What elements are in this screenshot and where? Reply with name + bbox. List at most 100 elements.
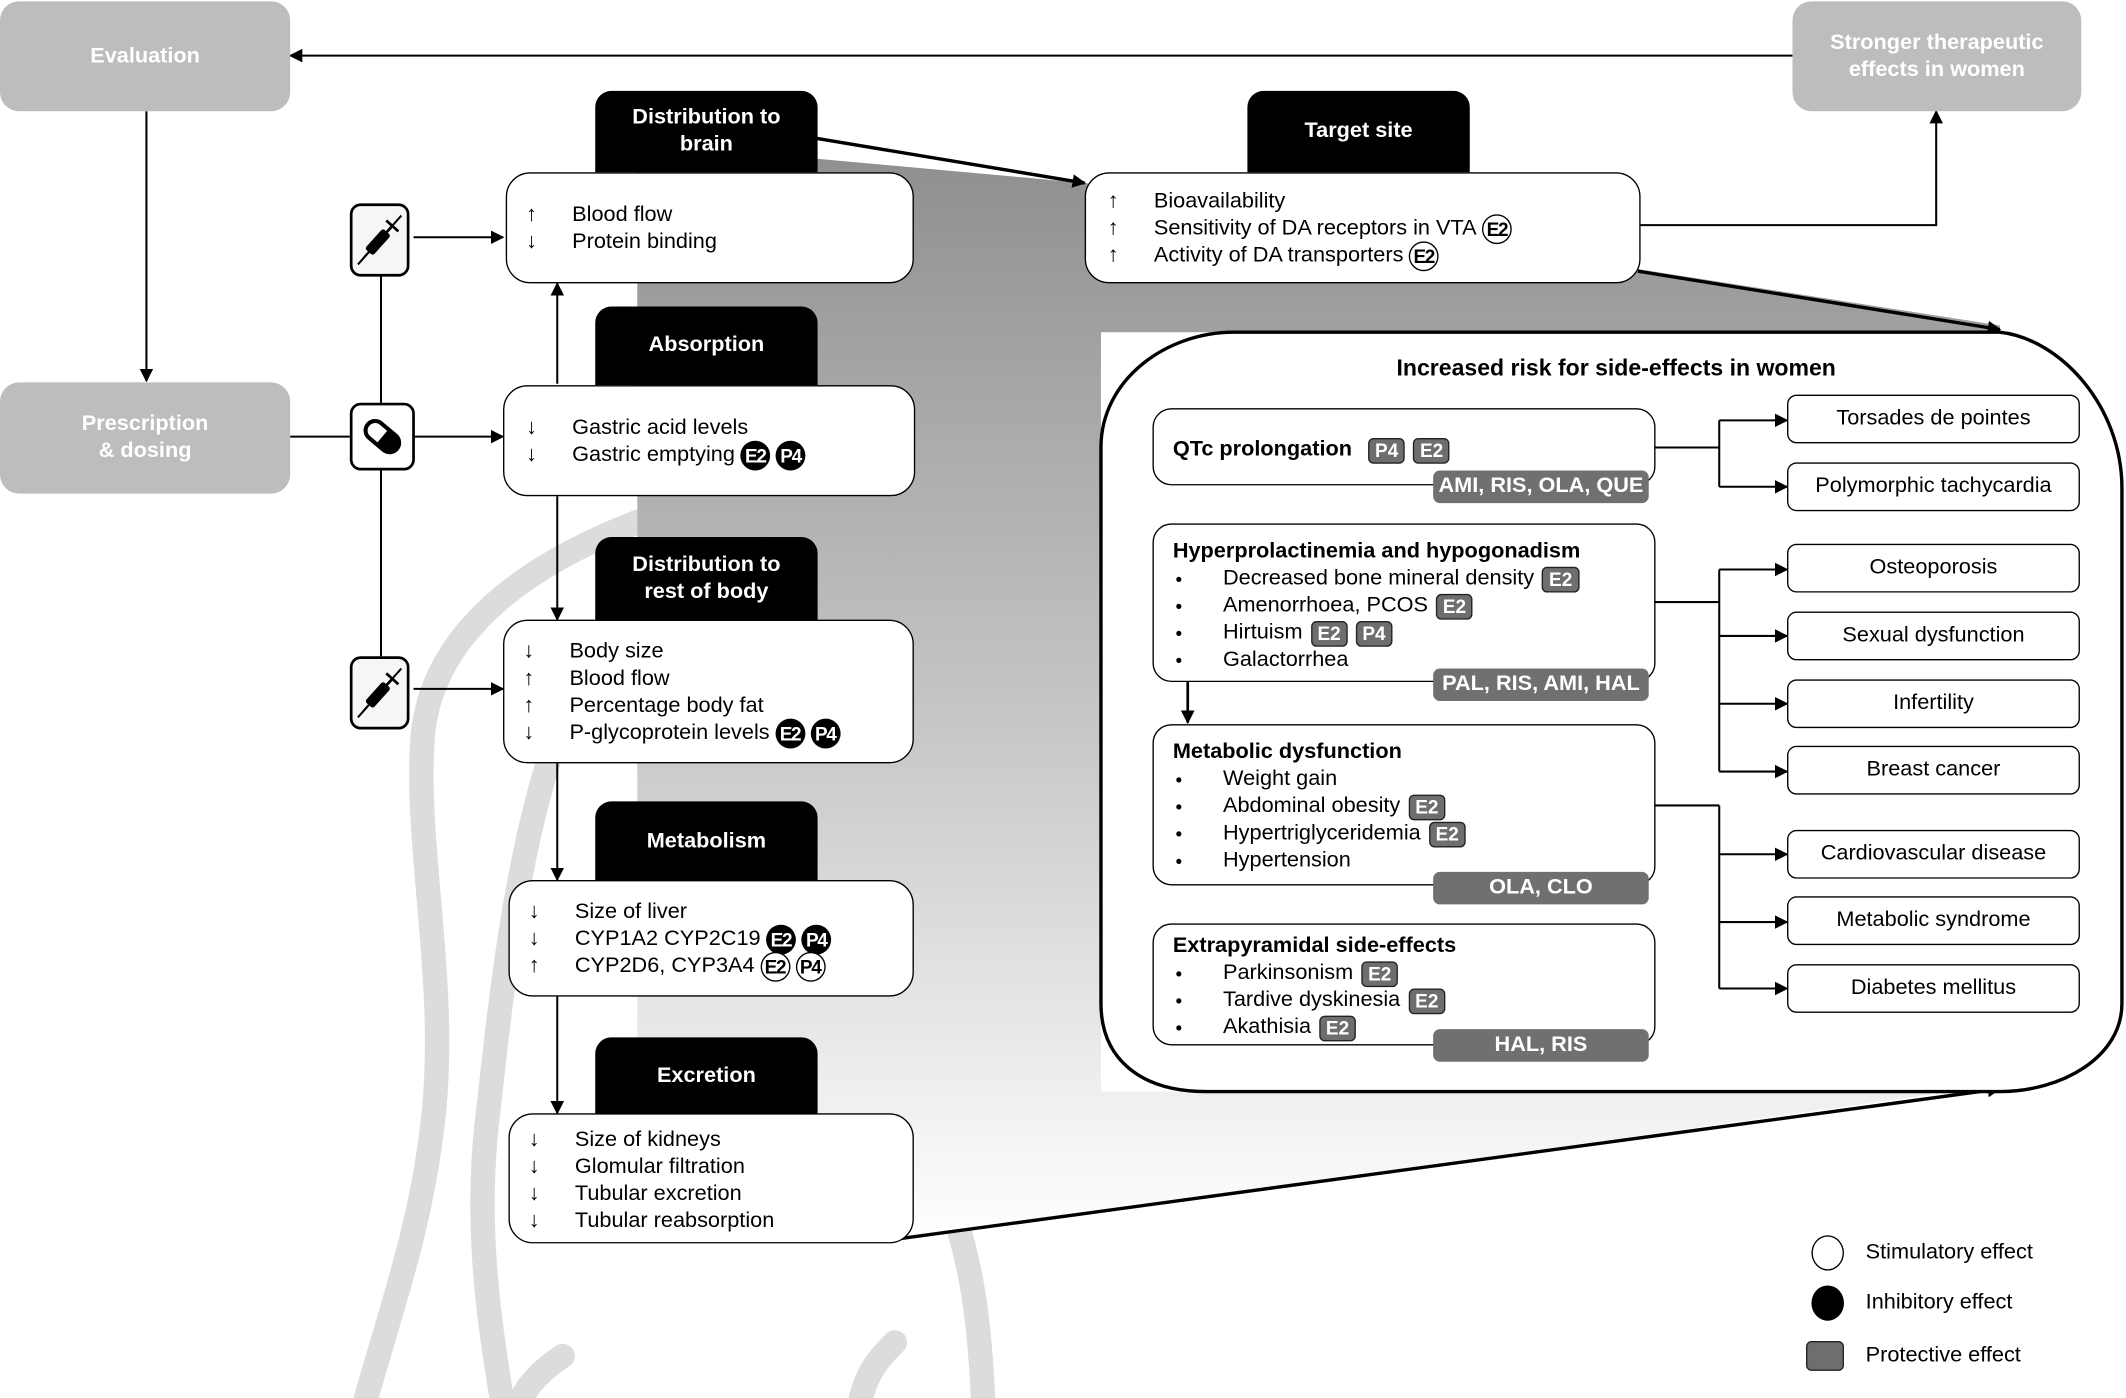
outcome-torsades: Torsades de pointes — [1787, 394, 2080, 444]
legend-protective: Protective effect — [1806, 1341, 2021, 1371]
outcome-infertility: Infertility — [1787, 679, 2080, 729]
stronger-effects-label: Stronger therapeutic effects in women — [1830, 30, 2044, 81]
effect-text: Gastric acid levels — [572, 416, 749, 440]
stronger-effects-box: Stronger therapeutic effects in women — [1792, 1, 2082, 112]
effect-row: ↑Blood flow — [526, 202, 912, 229]
hormone-e2-inhibitory-badge: E2 — [775, 718, 805, 749]
effect-row: ↓Glomular filtration — [529, 1154, 913, 1181]
bullet-icon: • — [1175, 850, 1183, 872]
hormone-p4-inhibitory-badge: P4 — [810, 718, 841, 749]
hormone-e2-protective-badge: E2 — [1408, 987, 1446, 1014]
drug-tag-extrapyramidal: HAL, RIS — [1433, 1029, 1649, 1062]
side-effects-title: Increased risk for side-effects in women — [1396, 355, 1836, 382]
side-effect-group-hyperprolactinemia: Hyperprolactinemia and hypogonadism•Decr… — [1152, 523, 1656, 683]
drug-tag-hyperprolactinemia: PAL, RIS, AMI, HAL — [1433, 668, 1649, 702]
arrow-up-icon: ↑ — [1107, 244, 1119, 268]
side-effect-item-text: Hypertension — [1222, 848, 1351, 872]
effect-text: Size of kidneys — [574, 1128, 721, 1152]
effect-text: Body size — [569, 640, 664, 664]
outcome-diabetes-mellitus: Diabetes mellitus — [1787, 964, 2080, 1013]
effect-row: ↓ Size of kidneys — [529, 1127, 913, 1154]
hormone-e2-protective-badge: E2 — [1436, 593, 1473, 620]
bullet-icon: • — [1175, 823, 1183, 845]
bullet-icon: • — [1175, 795, 1183, 818]
hormone-e2-protective-badge: E2 — [1408, 793, 1446, 820]
outcome-cardiovascular-disease: Cardiovascular disease — [1787, 829, 2080, 879]
hormone-p4-protective-badge: P4 — [1368, 437, 1406, 464]
drug-tag-qtc: AMI, RIS, OLA, QUE — [1433, 470, 1649, 504]
hormone-e2-protective-badge: E2 — [1428, 821, 1466, 847]
arrow-down-icon: ↓ — [528, 1128, 540, 1152]
hormone-p4-stimulatory-badge: P4 — [795, 951, 826, 982]
group-title-text: Extrapyramidal side-effects — [1172, 934, 1457, 958]
arrow-down-icon: ↓ — [528, 900, 540, 924]
side-effect-item: • Abdominal obesity E2 — [1173, 793, 1654, 820]
side-effect-item-text: Hirtuism — [1222, 621, 1303, 645]
stage-tab-target-site: Target site — [1247, 90, 1470, 173]
prescription-dosing-box: Prescription & dosing — [0, 382, 291, 494]
arrow-down-icon: ↓ — [528, 1182, 540, 1206]
oral-route — [349, 402, 415, 471]
group-title-text: Hyperprolactinemia and hypogonadism — [1172, 539, 1581, 563]
black-circle-icon — [1811, 1285, 1844, 1321]
effect-text: Tubular reabsorption — [574, 1209, 775, 1233]
legend-label: Stimulatory effect — [1865, 1240, 2033, 1264]
stage-tab-absorption: Absorption — [595, 306, 818, 386]
card-excretion: ↓ Size of kidneys↓Glomular filtration↓ Tub… — [508, 1113, 914, 1244]
arrow-down-icon: ↓ — [526, 230, 537, 254]
grey-rounded-square-icon — [1806, 1341, 1844, 1371]
hormone-p4-inhibitory-badge: P4 — [801, 924, 832, 955]
hormone-e2-inhibitory-badge: E2 — [740, 440, 771, 471]
side-effect-item-text: Abdominal obesity — [1222, 794, 1401, 818]
side-effect-item: •Galactorrhea — [1173, 647, 1654, 674]
arrow-down-icon: ↓ — [526, 416, 537, 440]
effect-text: Activity of DA transporters — [1153, 244, 1404, 268]
arrow-up-icon: ↑ — [1107, 216, 1119, 241]
injection-route-brain — [349, 203, 410, 277]
card-distribution-body: ↓Body size↑Blood flow↑Percentage body fa… — [503, 619, 914, 764]
effect-text: Gastric emptying — [572, 443, 735, 467]
legend-label: Protective effect — [1865, 1343, 2021, 1367]
effect-text: CYP2D6, CYP3A4 — [574, 954, 755, 978]
effect-text: P-glycoprotein levels — [569, 721, 770, 745]
effect-row: ↑Bioavailability — [1108, 188, 1640, 215]
bullet-icon: • — [1175, 768, 1183, 791]
side-effect-item-text: Galactorrhea — [1222, 648, 1349, 672]
outcome-metabolic-syndrome: Metabolic syndrome — [1787, 896, 2080, 946]
effect-text: Glomular filtration — [574, 1155, 745, 1179]
hormone-p4-protective-badge: P4 — [1355, 620, 1393, 647]
effect-text: Blood flow — [572, 203, 673, 227]
effect-row: ↑Percentage body fat — [523, 693, 912, 720]
legend-inhibitory: Inhibitory effect — [1811, 1285, 2012, 1321]
hormone-e2-stimulatory-badge: E2 — [1481, 214, 1512, 245]
side-effect-item-text: Amenorrhoea, PCOS — [1222, 593, 1428, 617]
injection-route-body — [349, 656, 410, 730]
bullet-icon: • — [1175, 989, 1183, 1012]
stage-tab-distribution-body: Distribution to rest of body — [595, 536, 818, 622]
stage-tab-metabolism: Metabolism — [595, 801, 818, 883]
evaluation-label: Evaluation — [90, 44, 200, 68]
effect-text: CYP1A2 CYP2C19 — [574, 927, 761, 951]
side-effect-item-text: Parkinsonism — [1222, 961, 1354, 985]
effect-row: ↓ Size of liver — [529, 899, 913, 926]
card-distribution-brain: ↑Blood flow↓Protein binding — [505, 172, 914, 284]
side-effect-item-text: Decreased bone mineral density — [1222, 566, 1535, 590]
legend-stimulatory: Stimulatory effect — [1811, 1235, 2033, 1271]
effect-row: ↓Body size — [523, 639, 912, 666]
effect-text: Size of liver — [574, 900, 688, 924]
outcome-breast-cancer: Breast cancer — [1787, 745, 2080, 795]
hormone-e2-protective-badge: E2 — [1319, 1014, 1356, 1041]
arrow-up-icon: ↑ — [528, 954, 540, 978]
